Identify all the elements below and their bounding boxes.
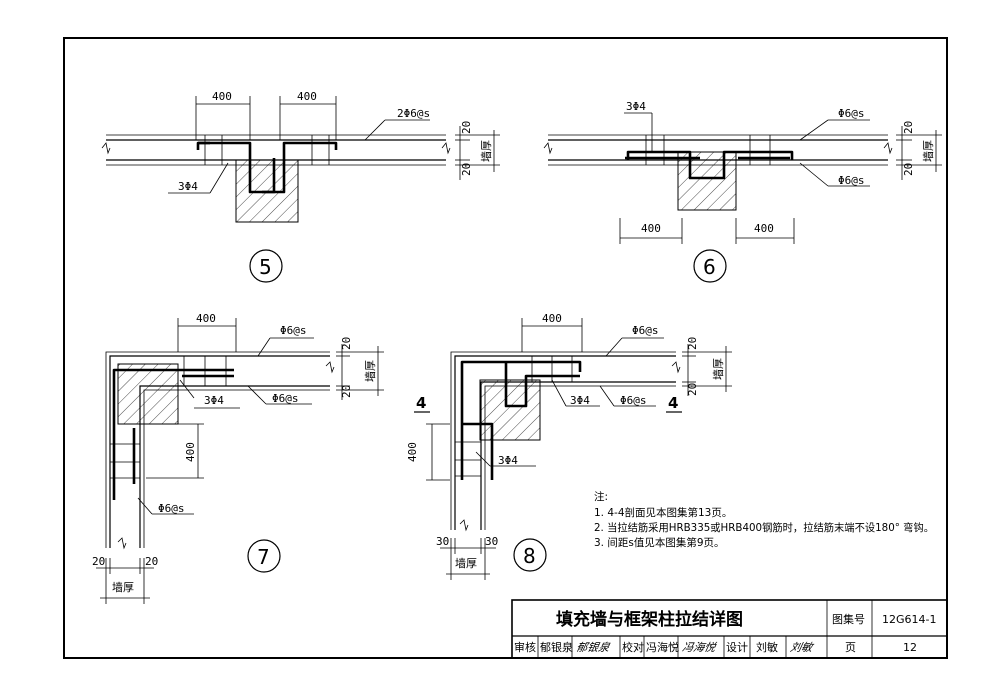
label-rebar-mid: Φ6@s bbox=[620, 394, 647, 407]
atlas-label: 图集号 bbox=[832, 612, 865, 626]
detail-number-8: 8 bbox=[523, 544, 536, 568]
dim-vertical: 400 bbox=[184, 442, 197, 462]
label-rebar-bottom-right: Φ6@s bbox=[838, 174, 865, 187]
tie-bar bbox=[626, 150, 794, 180]
wall-thickness-right: 墙厚 bbox=[711, 358, 725, 380]
cover-right: 20 bbox=[145, 555, 158, 568]
column-section bbox=[479, 379, 541, 441]
notes: 注: 1. 4-4剖面见本图集第13页。 2. 当拉结筋采用HRB335或HRB… bbox=[594, 490, 934, 549]
cover-bottom: 20 bbox=[902, 163, 915, 176]
column-section bbox=[117, 363, 179, 425]
check-label: 校对 bbox=[622, 640, 644, 654]
cover-top: 20 bbox=[340, 337, 353, 350]
notes-heading: 注: bbox=[594, 490, 608, 503]
wall-thickness-label: 墙厚 bbox=[921, 140, 935, 162]
reviewer-signature: 郁银泉 bbox=[575, 641, 612, 654]
column-section bbox=[677, 151, 737, 211]
detail-5: 400 400 2Φ6@s 3Φ4 20 20 墙厚 5 bbox=[101, 90, 500, 283]
design-label: 设计 bbox=[726, 641, 748, 654]
page-number: 12 bbox=[903, 641, 917, 654]
label-rebar-ties: 3Φ4 bbox=[204, 394, 224, 407]
detail-number-7: 7 bbox=[257, 545, 270, 569]
checker-name: 冯海悦 bbox=[646, 640, 679, 654]
wall-thickness-bottom: 墙厚 bbox=[455, 556, 477, 570]
tie-bar bbox=[112, 368, 234, 500]
wall-thickness-label: 墙厚 bbox=[479, 140, 493, 162]
cover-left: 30 bbox=[436, 535, 449, 548]
label-rebar-mid: Φ6@s bbox=[272, 392, 299, 405]
dim-400-right: 400 bbox=[297, 90, 317, 103]
label-rebar-bottom: 3Φ4 bbox=[178, 180, 198, 193]
cover-bottom: 20 bbox=[686, 383, 699, 396]
sheet-border bbox=[63, 37, 948, 659]
cover-top: 20 bbox=[902, 121, 915, 134]
cover-bottom: 20 bbox=[460, 163, 473, 176]
tie-bar bbox=[262, 141, 338, 194]
wall-thickness-right: 墙厚 bbox=[363, 360, 377, 382]
wall-thickness-bottom: 墙厚 bbox=[112, 580, 134, 594]
drawing-title: 填充墙与框架柱拉结详图 bbox=[556, 609, 743, 630]
note-2: 2. 当拉结筋采用HRB335或HRB400钢筋时，拉结筋末端不设180° 弯钩… bbox=[594, 521, 934, 534]
label-rebar-top: 2Φ6@s bbox=[397, 107, 430, 120]
label-rebar-top: Φ6@s bbox=[280, 324, 307, 337]
section-mark-left: 4 bbox=[416, 394, 426, 412]
atlas-number: 12G614-1 bbox=[882, 613, 936, 626]
label-rebar-ties-top: 3Φ4 bbox=[570, 394, 590, 407]
label-rebar-top-right: Φ6@s bbox=[838, 107, 865, 120]
cover-top: 20 bbox=[686, 337, 699, 350]
detail-7: 400 400 Φ6@s Φ6@s 3Φ4 Φ6@s 20 20 墙厚 bbox=[92, 312, 384, 604]
dim-400-left: 400 bbox=[641, 222, 661, 235]
review-label: 审核 bbox=[514, 640, 536, 654]
designer-name: 刘敏 bbox=[756, 640, 778, 654]
detail-number-5: 5 bbox=[259, 255, 272, 279]
label-rebar-top: Φ6@s bbox=[632, 324, 659, 337]
cover-bottom: 20 bbox=[340, 385, 353, 398]
label-rebar-top-left: 3Φ4 bbox=[626, 100, 646, 113]
dim-horizontal: 400 bbox=[542, 312, 562, 325]
note-3: 3. 间距s值见本图集第9页。 bbox=[594, 536, 725, 549]
tie-bar bbox=[460, 360, 582, 480]
dim-400-right: 400 bbox=[754, 222, 774, 235]
dim-vertical: 400 bbox=[406, 442, 419, 462]
note-1: 1. 4-4剖面见本图集第13页。 bbox=[594, 506, 732, 519]
label-rebar-vertical: Φ6@s bbox=[158, 502, 185, 515]
designer-signature: 刘敏 bbox=[789, 641, 816, 654]
detail-number-6: 6 bbox=[703, 255, 716, 279]
cover-right: 30 bbox=[485, 535, 498, 548]
section-mark-right: 4 bbox=[668, 394, 678, 412]
reviewer-name: 郁银泉 bbox=[540, 640, 573, 654]
dim-400-left: 400 bbox=[212, 90, 232, 103]
detail-6: 3Φ4 Φ6@s Φ6@s 400 400 20 20 墙厚 6 bbox=[543, 100, 942, 283]
dim-horizontal: 400 bbox=[196, 312, 216, 325]
label-rebar-ties-left: 3Φ4 bbox=[498, 454, 518, 467]
page-label: 页 bbox=[845, 641, 856, 654]
cover-top: 20 bbox=[460, 121, 473, 134]
cover-left: 20 bbox=[92, 555, 105, 568]
checker-signature: 冯海悦 bbox=[681, 641, 718, 654]
detail-8: 400 400 4 4 Φ6@s Φ6@s 3Φ4 3Φ4 20 20 墙厚 bbox=[406, 312, 732, 580]
title-block: 填充墙与框架柱拉结详图 图集号 12G614-1 审核 郁银泉 郁银泉 校对 冯… bbox=[511, 599, 948, 659]
